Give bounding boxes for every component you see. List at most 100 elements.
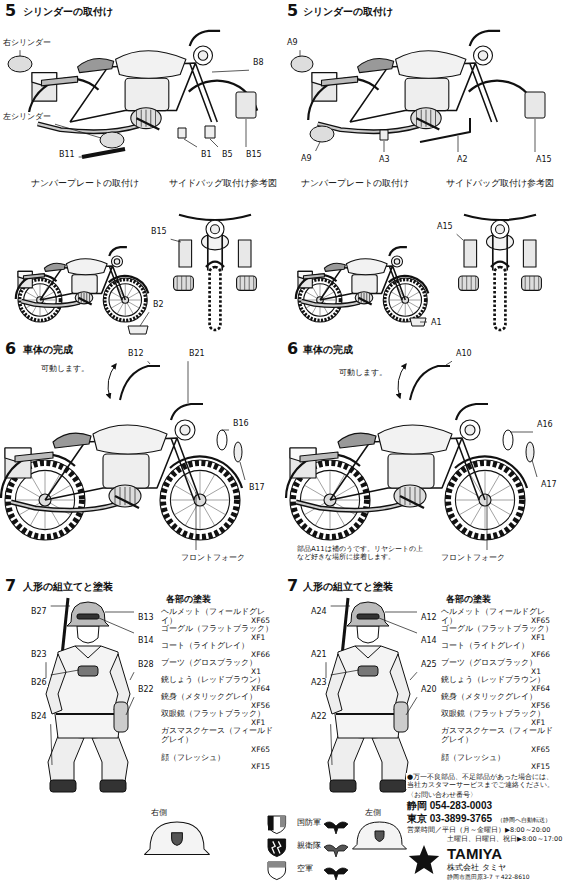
leader-line [457,234,463,240]
exhaust-core [11,502,117,510]
coat [54,646,122,738]
belt [56,713,120,715]
sub-title: サイドバッグ取付け参考図 [168,178,278,188]
front-fender [170,456,242,488]
spoke [170,500,194,501]
callout-number: B22 [137,685,155,694]
spoke [459,503,479,515]
collar [355,646,381,658]
paint-name: 顔（フレッシュ） [440,754,558,763]
eagle [324,822,348,834]
handlebar [464,215,536,220]
leader-line [316,142,320,151]
rear-seat [322,76,358,86]
motorcycle [296,247,429,322]
gas-mask-case [394,702,408,732]
paint-name: 銃身（メタリックグレイ） [160,693,278,702]
leader-lines [20,50,537,765]
paint-name: 銃しょう（レッドブラウン） [440,676,558,685]
seat [78,58,114,72]
spoke [30,474,42,494]
exhaust [38,124,139,132]
eagle-emblem [324,845,348,857]
business-hours: 営業時間／平日（月～金曜日）▶8:00～20:00 [406,827,551,834]
spoke [491,500,515,501]
spoke [330,470,331,494]
spoke [127,303,133,314]
paint-code: XF15 [250,763,271,772]
sub-title: サイドバッグ取付け参考図 [445,178,555,188]
headlight-lens [465,425,475,435]
spoke [488,474,500,494]
step-title: シリンダーの取付け [22,6,114,18]
leader-line [51,606,70,607]
tire [495,267,506,330]
headlight-lens [198,51,208,61]
leader-line [148,361,150,364]
helmet-decal [375,831,384,842]
seat [338,433,376,448]
part-name: 左シリンダー [2,112,52,121]
motorcycle [286,404,527,540]
leader-line [331,670,359,675]
cylinder [237,276,257,290]
belt [336,713,400,715]
paint-name: 銃身（メタリックグレイ） [440,693,558,702]
handlebar [179,215,251,220]
paint-name: ブーツ（グロスブラック） [160,659,278,668]
headlight [194,46,213,65]
callout-number: A9 [300,154,313,163]
callout-number: A3 [378,155,391,164]
saddlebag [464,240,477,267]
footrest [79,298,92,305]
callout-number: A20 [420,685,438,694]
cooling-fin [120,487,121,505]
shield-stripe [268,816,274,830]
spoke [109,300,122,301]
callout-number: B15 [150,227,168,236]
goggles [77,614,99,619]
headlight-lens [496,225,505,234]
step-number: 6 [4,340,17,358]
shield-stripe [280,816,286,827]
callout-number: A17 [540,480,558,489]
callout-number: B13 [137,613,155,622]
contact-note: ●万一不良部品、不足部品があった場合には、当社カスタマーサービスまでご連絡くださ… [406,773,560,789]
coat [334,646,402,738]
leader-line [51,670,79,675]
callout-number: A16 [536,420,554,429]
rear-seat [24,274,45,280]
rear-fender [1,454,75,498]
headlight [206,220,224,238]
callout-number: B1 [200,150,213,159]
decal-side: 左側 [364,808,382,817]
cylinder [355,292,373,304]
leader-line [385,612,417,613]
leader-line [406,697,417,715]
seat [44,263,65,271]
tamiya-star [409,845,439,874]
handlebar [190,31,220,46]
small-part [205,126,215,138]
leader-line [222,430,229,431]
callout-number: A10 [455,349,473,358]
leader-line [20,50,21,56]
headlight-lens [114,259,120,265]
spoke [391,302,402,308]
spoke [26,292,37,298]
helmet [347,602,389,626]
spoke [19,485,39,497]
callout-number: B24 [30,712,48,721]
footrest [400,496,424,508]
engine [388,454,434,488]
cooling-fin [240,276,241,290]
seat [358,58,394,72]
contact-heading: 〈お問い合わせ番号〉 [406,791,478,799]
spoke [203,505,215,525]
eagle [324,868,348,880]
company-name: 株式会社 タミヤ [446,863,507,872]
spoke [485,470,486,494]
motorcycle [1,404,242,540]
leader-line [487,495,488,550]
face [77,626,99,643]
